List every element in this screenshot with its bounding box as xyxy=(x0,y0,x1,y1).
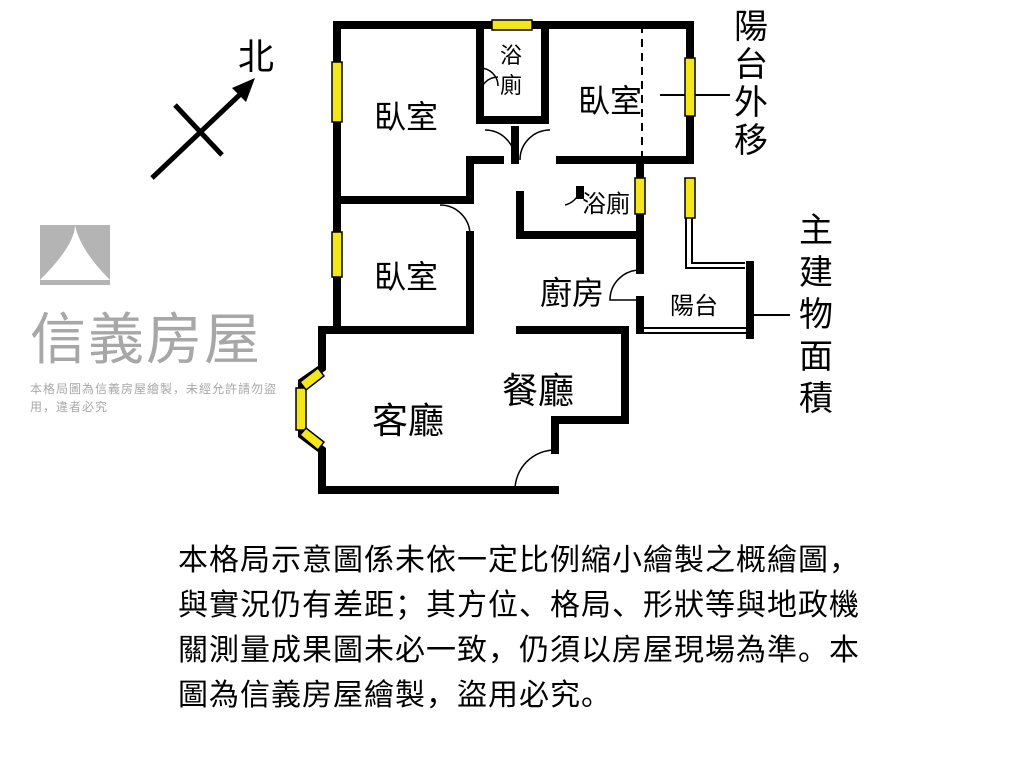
watermark-brand: 信義房屋 xyxy=(30,308,262,373)
room-living: 客廳 xyxy=(372,401,445,442)
room-bathroom-1: 浴廁 xyxy=(500,44,523,99)
room-bedroom-3: 臥室 xyxy=(374,258,439,296)
annotation-balcony-moved: 陽台外移 xyxy=(734,7,768,161)
compass-icon xyxy=(150,78,255,180)
disclaimer-text: 本格局示意圖係未依一定比例縮小繪製之概繪圖，與實況仍有差距；其方位、格局、形狀等… xyxy=(178,543,860,713)
room-bedroom-2: 臥室 xyxy=(578,82,643,120)
walls xyxy=(298,21,754,494)
room-balcony: 陽台 xyxy=(670,292,718,320)
room-bathroom-2: 浴廁 xyxy=(582,190,630,218)
windows xyxy=(295,19,696,452)
watermark-notice: 本格局圖為信義房屋繪製，未經允許請勿盜用，違者必究 xyxy=(30,382,278,414)
doors xyxy=(439,67,641,491)
room-bedroom-1: 臥室 xyxy=(374,98,439,136)
annotation-main-building-area: 主建物面積 xyxy=(799,211,833,419)
compass-north-label: 北 xyxy=(238,37,275,78)
watermark-logo xyxy=(40,225,110,285)
room-kitchen: 廚房 xyxy=(540,274,605,312)
room-dining: 餐廳 xyxy=(502,371,575,412)
